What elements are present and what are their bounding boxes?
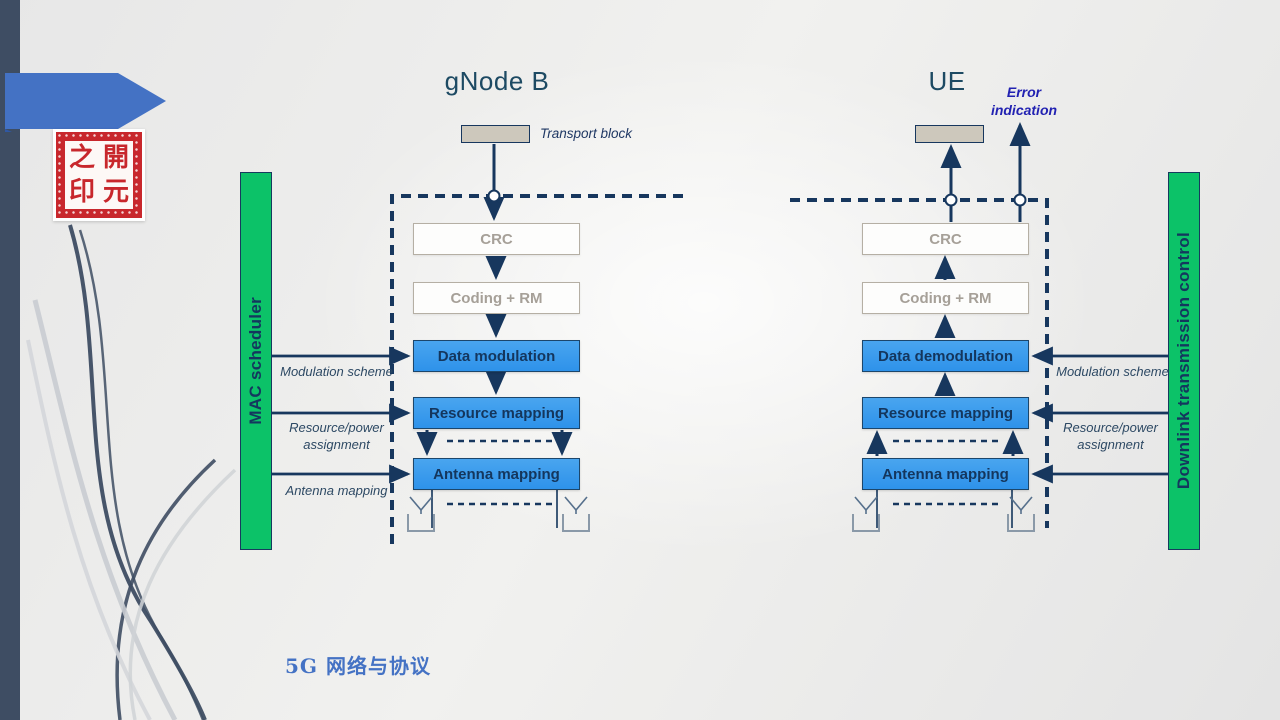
error-indication-label: Error indication — [990, 84, 1058, 118]
gnb-box-coding-rm: Coding + RM — [413, 282, 580, 314]
stamp-char: 之 — [68, 143, 95, 173]
gnb-antenna-mapping-label: Antenna mapping — [285, 483, 388, 498]
seal-stamp: 之 開 印 元 — [53, 129, 145, 221]
downlink-transmission-control-bar: Downlink transmission control — [1168, 172, 1200, 550]
seal-stamp-characters: 之 開 印 元 — [65, 141, 133, 209]
chevron-banner-shape — [5, 73, 166, 132]
gnb-box-antenna-mapping: Antenna mapping — [413, 458, 580, 490]
gnb-title: gNode B — [444, 66, 550, 96]
gnb-box-crc: CRC — [413, 223, 580, 255]
stamp-char: 開 — [102, 143, 129, 173]
gnb-transport-block-label: Transport block — [540, 126, 633, 141]
ue-box-data-demodulation: Data demodulation — [862, 340, 1029, 372]
mac-scheduler-label: MAC scheduler — [246, 297, 265, 425]
left-edge-bar — [0, 0, 20, 720]
ue-box-coding-rm: Coding + RM — [862, 282, 1029, 314]
stamp-char: 印 — [68, 177, 95, 207]
gnb-modulation-scheme-label: Modulation scheme — [280, 364, 393, 379]
gnb-box-data-modulation: Data modulation — [413, 340, 580, 372]
gnb-box-resource-mapping: Resource mapping — [413, 397, 580, 429]
stamp-char: 元 — [102, 177, 129, 207]
antenna-icon — [407, 496, 590, 532]
antenna-icon — [852, 496, 1035, 532]
ue-title: UE — [928, 66, 966, 96]
gnb-transport-block — [461, 125, 530, 143]
ue-modulation-scheme-label: Modulation scheme — [1056, 364, 1169, 379]
ue-box-crc: CRC — [862, 223, 1029, 255]
slide-footer-title: 5G 网络与协议 — [285, 654, 431, 678]
seal-stamp-frame: 之 開 印 元 — [56, 132, 142, 218]
mac-scheduler-bar: MAC scheduler — [240, 172, 272, 550]
ue-transport-block — [915, 125, 984, 143]
ue-box-antenna-mapping: Antenna mapping — [862, 458, 1029, 490]
gnb-resource-power-label: Resource/power assignment — [289, 420, 384, 452]
ue-resource-power-label: Resource/power assignment — [1063, 420, 1158, 452]
ue-box-resource-mapping: Resource mapping — [862, 397, 1029, 429]
